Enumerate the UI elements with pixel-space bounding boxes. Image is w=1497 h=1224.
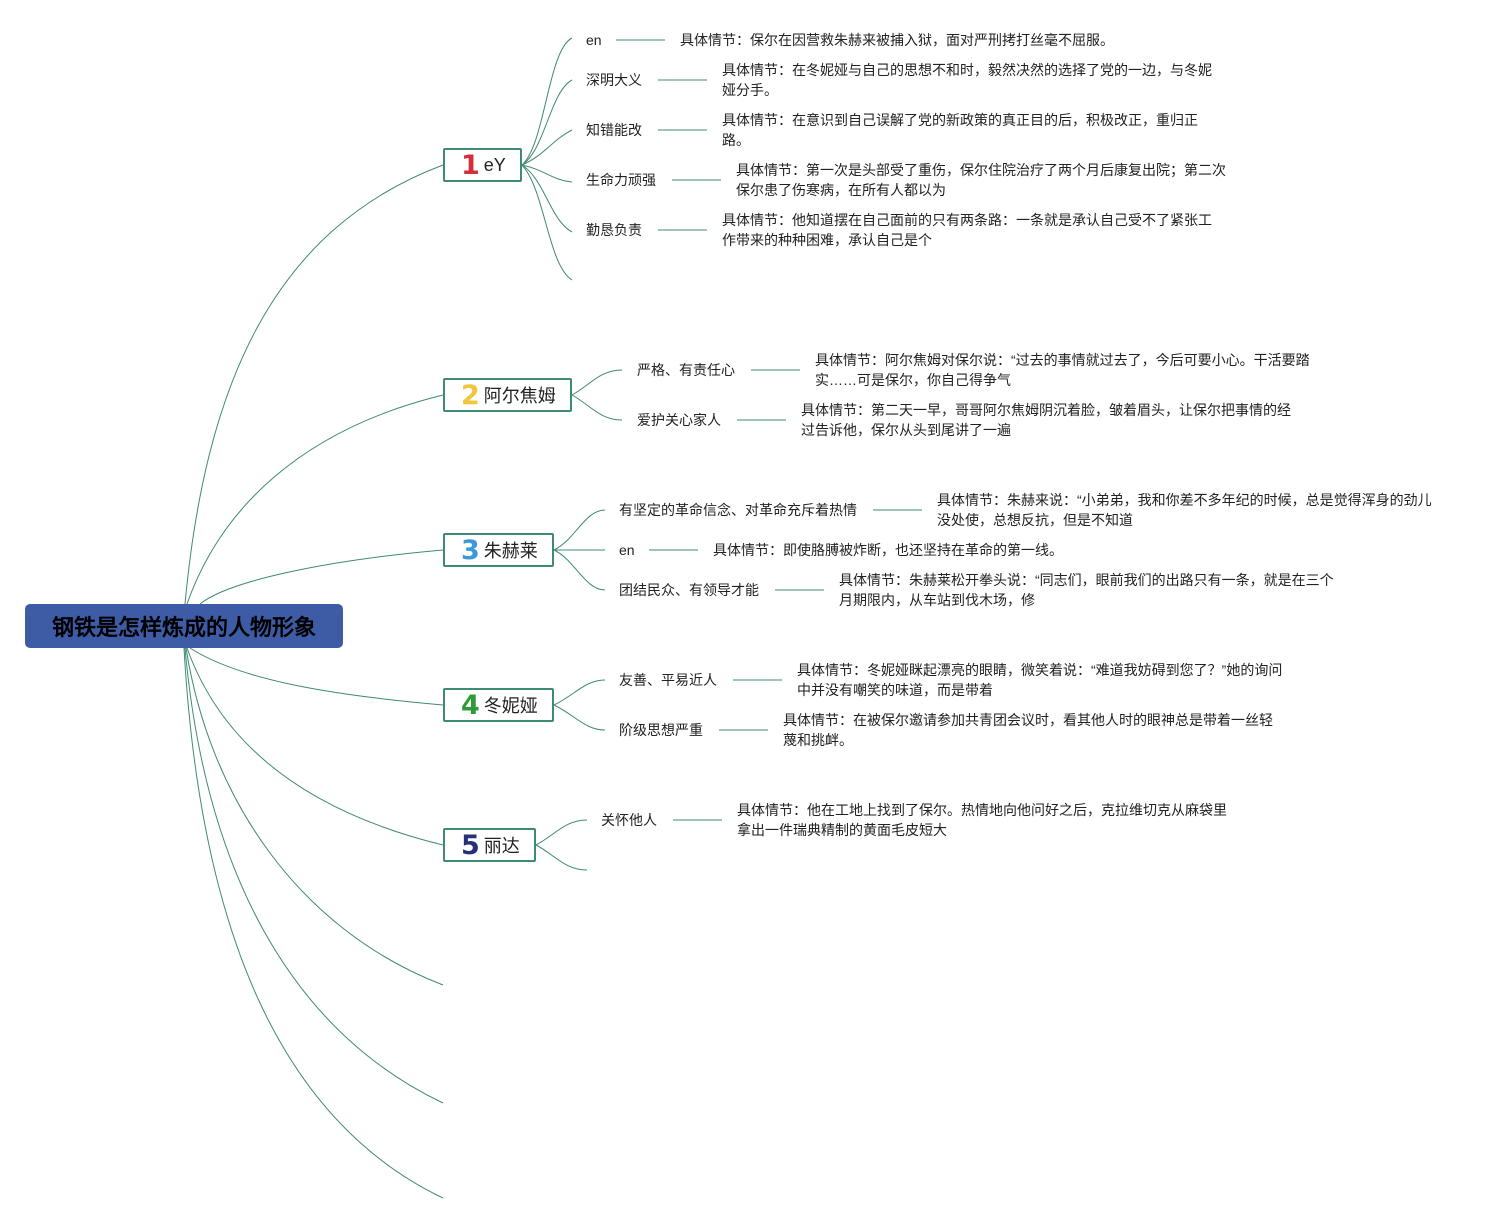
number-badge-3: 3 xyxy=(461,534,480,566)
link-b1-t1 xyxy=(521,37,573,166)
trait-node[interactable]: 知错能改 xyxy=(586,122,642,138)
number-badge-1: 1 xyxy=(461,149,480,181)
trait-node[interactable]: 友善、平易近人 xyxy=(619,672,717,688)
trait-node[interactable]: en xyxy=(586,32,602,48)
detail-node[interactable]: 具体情节：即使胳膊被炸断，也还坚持在革命的第一线。 xyxy=(713,542,1063,558)
link-root-branch-2 xyxy=(186,394,444,605)
root-node[interactable]: 钢铁是怎样炼成的人物形象 xyxy=(25,604,343,648)
link-b4-t2 xyxy=(553,704,606,731)
detail-node[interactable]: 具体情节：朱赫莱松开拳头说：“同志们，眼前我们的出路只有一条，就是在三个月期限内… xyxy=(839,572,1334,608)
trait-node[interactable]: en xyxy=(619,542,635,558)
link-b1-t4 xyxy=(521,164,573,183)
link-b3-t1 xyxy=(553,509,606,551)
branch-node-2[interactable]: 2 阿尔焦姆 xyxy=(443,378,572,412)
branch-node-4[interactable]: 4 冬妮娅 xyxy=(443,688,554,722)
trait-node[interactable]: 阶级思想严重 xyxy=(619,722,703,738)
link-b2-t2 xyxy=(571,394,623,421)
detail-node[interactable]: 具体情节：第二天一早，哥哥阿尔焦姆阴沉着脸，皱着眉头，让保尔把事情的经过告诉他，… xyxy=(801,402,1291,438)
branch-label: 冬妮娅 xyxy=(483,696,538,716)
link-root-branch-5 xyxy=(186,647,444,846)
branch-label: 阿尔焦姆 xyxy=(483,386,556,406)
trait-node[interactable]: 团结民众、有领导才能 xyxy=(619,582,759,598)
link-root-branch-1 xyxy=(184,164,444,605)
branch-label: eY xyxy=(483,154,506,175)
branch-node-3[interactable]: 3 朱赫莱 xyxy=(443,533,554,567)
branch-label: 丽达 xyxy=(483,836,520,856)
link-b3-t3 xyxy=(553,549,606,591)
link-root-empty-1 xyxy=(185,647,444,986)
link-root-branch-3 xyxy=(199,549,444,605)
detail-node[interactable]: 具体情节：他知道摆在自己面前的只有两条路：一条就是承认自己受不了紧张工作带来的种… xyxy=(722,212,1212,248)
detail-node[interactable]: 具体情节：第一次是头部受了重伤，保尔住院治疗了两个月后康复出院；第二次保尔患了伤… xyxy=(736,162,1226,198)
link-root-branch-4 xyxy=(189,647,444,706)
link-b2-t1 xyxy=(571,369,623,396)
link-root-empty-2 xyxy=(184,647,444,1104)
link-root-empty-3 xyxy=(183,647,444,1199)
branch-label: 朱赫莱 xyxy=(483,541,538,561)
root-title: 钢铁是怎样炼成的人物形象 xyxy=(51,615,316,640)
detail-node[interactable]: 具体情节：保尔在因营救朱赫来被捕入狱，面对严刑拷打丝毫不屈服。 xyxy=(680,32,1114,48)
branch-node-5[interactable]: 5 丽达 xyxy=(443,828,536,862)
detail-node[interactable]: 具体情节：朱赫来说：“小弟弟，我和你差不多年纪的时候，总是觉得浑身的劲儿没处使，… xyxy=(937,492,1432,528)
trait-node[interactable]: 严格、有责任心 xyxy=(637,362,735,378)
link-b5-t1 xyxy=(535,819,588,846)
trait-node[interactable]: 关怀他人 xyxy=(601,812,657,828)
link-b1-t5 xyxy=(521,164,573,233)
link-b5-t2 xyxy=(535,844,588,871)
detail-node[interactable]: 具体情节：在意识到自己误解了党的新政策的真正目的后，积极改正，重归正路。 xyxy=(722,112,1198,148)
number-badge-5: 5 xyxy=(461,829,480,861)
number-badge-2: 2 xyxy=(461,379,480,411)
branch-node-1[interactable]: 1 eY xyxy=(443,148,522,182)
trait-node[interactable]: 勤恳负责 xyxy=(586,222,642,238)
trait-node[interactable]: 爱护关心家人 xyxy=(637,412,721,428)
detail-node[interactable]: 具体情节：他在工地上找到了保尔。热情地向他问好之后，克拉维切克从麻袋里拿出一件瑞… xyxy=(737,802,1227,838)
trait-node[interactable]: 生命力顽强 xyxy=(586,172,656,188)
number-badge-4: 4 xyxy=(461,689,480,721)
detail-node[interactable]: 具体情节：冬妮娅眯起漂亮的眼睛，微笑着说：“难道我妨碍到您了？”她的询问中并没有… xyxy=(797,662,1283,698)
trait-node[interactable]: 深明大义 xyxy=(586,72,642,88)
link-b1-t2 xyxy=(521,79,573,166)
link-b1-t3 xyxy=(521,129,573,166)
detail-node[interactable]: 具体情节：阿尔焦姆对保尔说：“过去的事情就过去了，今后可要小心。干活要踏实……可… xyxy=(815,352,1310,388)
detail-node[interactable]: 具体情节：在被保尔邀请参加共青团会议时，看其他人时的眼神总是带着一丝轻蔑和挑衅。 xyxy=(783,712,1273,748)
link-b1-t6 xyxy=(521,164,573,281)
trait-node[interactable]: 有坚定的革命信念、对革命充斥着热情 xyxy=(619,502,857,518)
detail-node[interactable]: 具体情节：在冬妮娅与自己的思想不和时，毅然决然的选择了党的一边，与冬妮娅分手。 xyxy=(722,62,1212,98)
link-b4-t1 xyxy=(553,679,606,706)
